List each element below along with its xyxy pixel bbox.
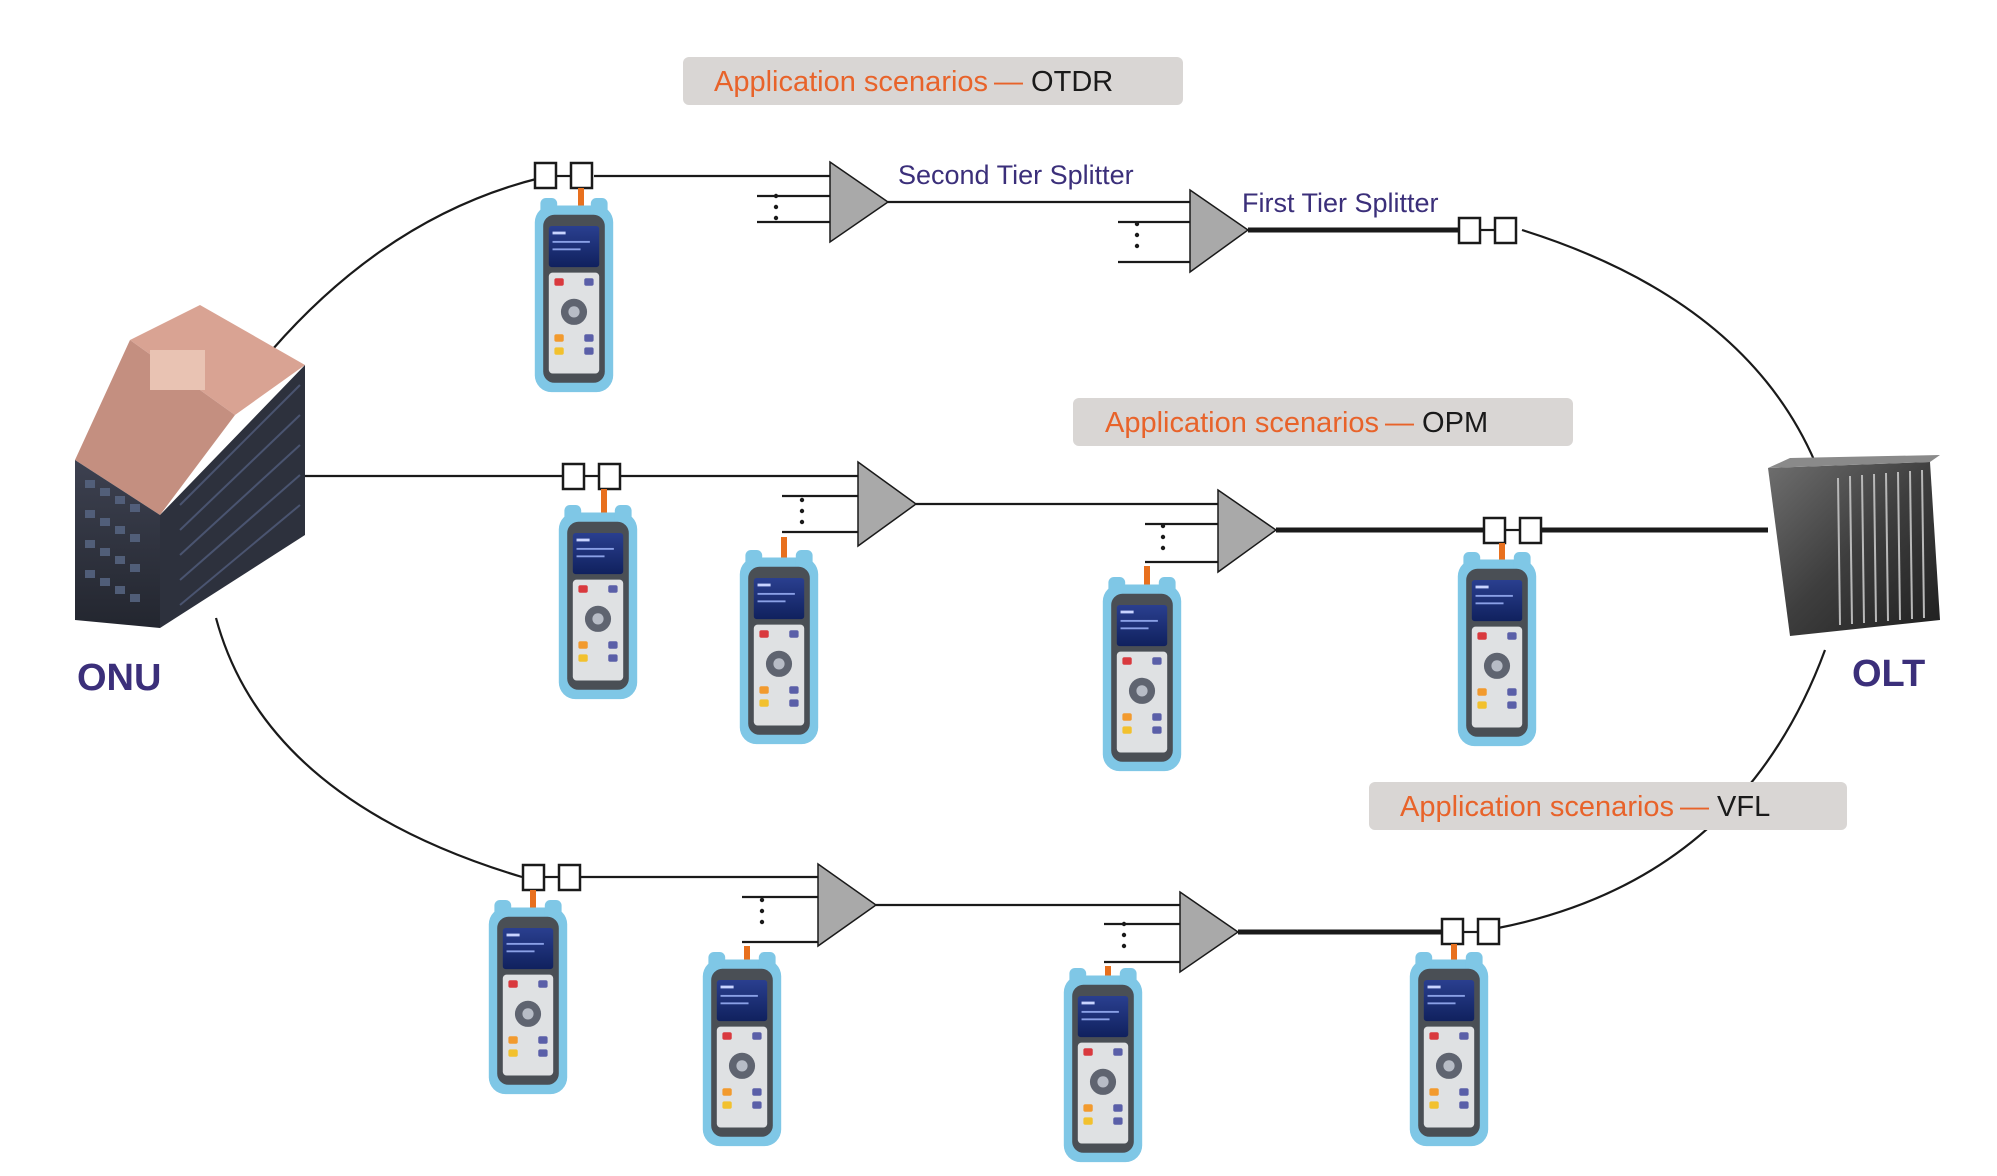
handheld-meter-icon [534,198,614,393]
svg-text:Application scenarios—OPM: Application scenarios—OPM [1105,407,1488,439]
splitter-label-second-tier: Second Tier Splitter [898,160,1134,190]
connector-icon [521,863,582,892]
handheld-meter-icon [702,952,782,1147]
splitter-icon [1179,890,1240,974]
scenario-dash: — [1385,407,1414,439]
splitter-label-first-tier: First Tier Splitter [1242,188,1439,218]
fiber-arc-bottom-right [1497,649,1827,930]
olt-chassis-icon [1768,455,1940,636]
scenario-box-vfl: Application scenarios—VFL [1369,782,1847,830]
row-otdr [533,160,1518,393]
building-icon [75,305,305,628]
handheld-meter-icon [1409,952,1489,1147]
scenario-prefix: Application scenarios [1105,407,1379,439]
row-opm [305,460,1768,772]
connector-icon [1482,516,1543,545]
connector-icon [1440,917,1501,946]
node-label-onu: ONU [77,657,161,699]
node-label-olt: OLT [1852,653,1925,695]
scenario-name: VFL [1717,791,1770,823]
handheld-meter-icon [1457,552,1537,747]
handheld-meter-icon [1063,968,1143,1163]
connector-icon [533,161,594,190]
scenario-dash: — [994,66,1023,98]
scenario-name: OPM [1422,407,1488,439]
scenario-box-otdr: Application scenarios—OTDR [683,57,1183,105]
svg-text:Application scenarios—OTDR: Application scenarios—OTDR [714,66,1113,98]
scenario-prefix: Application scenarios [714,66,988,98]
connector-icon [561,462,622,491]
svg-text:Application scenarios—VFL: Application scenarios—VFL [1400,791,1770,823]
fiber-arcs [214,176,1827,930]
handheld-meter-icon [558,505,638,700]
scenario-dash: — [1680,791,1709,823]
splitter-icon [857,460,918,548]
fiber-arc-bottom-left [214,617,523,879]
handheld-meter-icon [739,550,819,745]
handheld-meter-icon [1102,577,1182,772]
splitter-icon [1217,488,1278,574]
handheld-meter-icon [488,900,568,1095]
splitter-icon [829,160,890,244]
fiber-arc-top-right [1521,228,1817,463]
fiber-arc-top-left [271,176,541,351]
splitter-icon [817,862,878,948]
scenario-prefix: Application scenarios [1400,791,1674,823]
connector-icon [1457,216,1518,245]
row-vfl [488,862,1501,1163]
scenario-name: OTDR [1031,66,1113,98]
scenario-box-opm: Application scenarios—OPM [1073,398,1573,446]
splitter-icon [1189,188,1250,274]
